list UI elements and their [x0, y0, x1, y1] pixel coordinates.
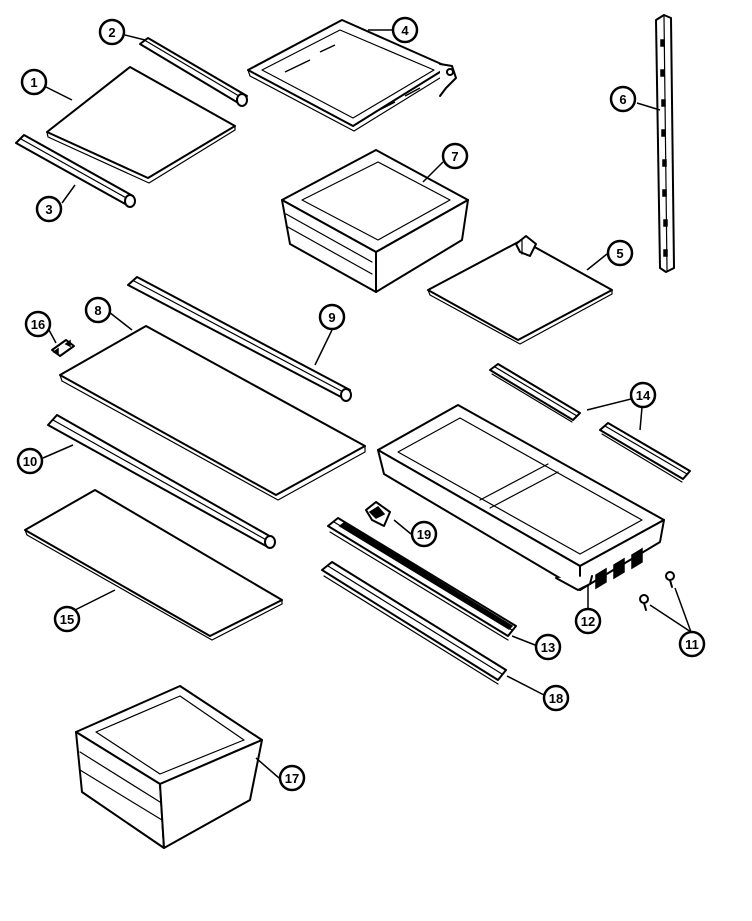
callout-14: 14: [629, 381, 657, 409]
callout-4-label: 4: [401, 23, 409, 38]
part-5-bracket-shelf: [427, 235, 613, 345]
callout-10-label: 10: [23, 454, 37, 469]
callout-15-label: 15: [60, 612, 74, 627]
part-7-crisper-drawer: [281, 149, 469, 293]
callout-18-label: 18: [549, 691, 563, 706]
callout-6: 6: [609, 85, 637, 113]
part-17-bin: [75, 685, 263, 849]
part-1-glass-shelf: [46, 66, 236, 184]
callout-1: 1: [20, 68, 48, 96]
part-10-large-front-trim: [47, 414, 276, 549]
callout-9: 9: [318, 303, 346, 331]
callout-3-label: 3: [45, 202, 52, 217]
callout-11: 11: [678, 630, 706, 658]
part-15-bottom-glass-panel: [24, 489, 283, 641]
callout-19-label: 19: [417, 527, 431, 542]
callout-4: 4: [391, 16, 419, 44]
callout-9-label: 9: [328, 310, 335, 325]
callout-8: 8: [84, 296, 112, 324]
callout-10: 10: [16, 447, 44, 475]
part-6-vertical-rail: [655, 14, 675, 273]
part-12-pan-frame: [377, 404, 665, 591]
callout-13-label: 13: [541, 640, 555, 655]
part-9-large-rear-trim: [127, 276, 352, 402]
callout-5: 5: [606, 239, 634, 267]
callout-5-label: 5: [616, 246, 623, 261]
callout-13: 13: [534, 633, 562, 661]
callout-14-label: 14: [636, 388, 651, 403]
callout-6-label: 6: [619, 92, 626, 107]
callout-2: 2: [98, 18, 126, 46]
callout-19: 19: [410, 520, 438, 548]
callout-16: 16: [24, 310, 52, 338]
callout-8-label: 8: [94, 303, 101, 318]
part-18-long-rail: [321, 561, 507, 685]
part-14-channel-lower: [599, 422, 691, 483]
callout-3: 3: [35, 195, 63, 223]
leader-lines: [42, 29, 692, 779]
part-14-channel-upper: [489, 363, 581, 423]
callout-17-label: 17: [285, 771, 299, 786]
part-3-front-trim: [15, 134, 136, 208]
part-8-large-glass-shelf: [59, 325, 366, 501]
callout-17: 17: [278, 764, 306, 792]
callout-16-label: 16: [31, 317, 45, 332]
callout-7: 7: [441, 142, 469, 170]
callout-12-label: 12: [581, 614, 595, 629]
callout-12: 12: [574, 607, 602, 635]
callout-15: 15: [53, 605, 81, 633]
callout-18: 18: [542, 684, 570, 712]
callout-2-label: 2: [108, 25, 115, 40]
part-19-bracket: [365, 501, 391, 527]
callout-7-label: 7: [451, 149, 458, 164]
part-13-long-rail: [327, 517, 517, 641]
part-4-crisper-cover: [247, 19, 457, 132]
callout-11-label: 11: [685, 637, 699, 652]
part-16-clip: [51, 339, 75, 357]
part-2-rear-trim: [139, 37, 248, 107]
part-11-screws: [639, 571, 675, 611]
callout-1-label: 1: [30, 75, 37, 90]
